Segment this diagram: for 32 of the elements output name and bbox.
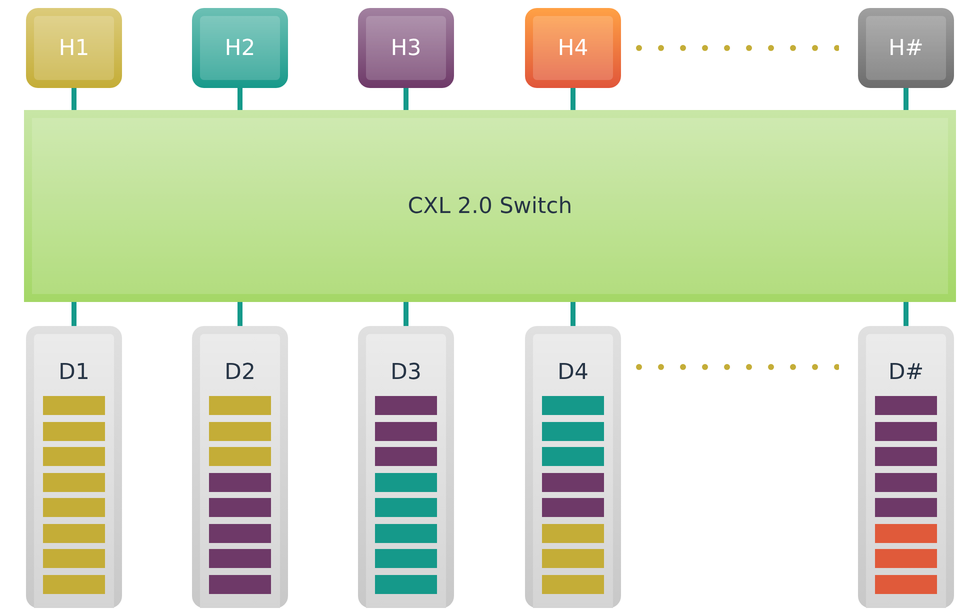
host-box [192, 8, 288, 88]
device-box [192, 326, 288, 608]
connector-line [570, 302, 576, 326]
device-label: D# [888, 360, 924, 386]
host-box [358, 8, 454, 88]
connector-line [570, 88, 576, 110]
device-label: D3 [390, 360, 422, 386]
device-box [26, 326, 122, 608]
device-box [358, 326, 454, 608]
connector-line [904, 88, 908, 110]
device-label: D1 [58, 360, 90, 386]
device-label: D4 [558, 360, 588, 386]
connector-line [404, 302, 408, 326]
switch-label: CXL 2.0 Switch [408, 194, 572, 218]
connector-line [904, 302, 908, 326]
host-label: H# [888, 36, 924, 60]
connector-line [238, 88, 242, 110]
switch-box [24, 110, 956, 302]
host-label: H4 [558, 36, 588, 60]
host-box [525, 8, 621, 88]
host-box [26, 8, 122, 88]
connector-line [72, 302, 76, 326]
device-box [858, 326, 954, 608]
connector-line [72, 88, 76, 110]
host-label: H2 [224, 36, 256, 60]
device-label: D2 [224, 360, 256, 386]
host-label: H1 [58, 36, 90, 60]
connector-line [404, 88, 408, 110]
device-box [525, 326, 621, 608]
host-box [858, 8, 954, 88]
host-label: H3 [390, 36, 422, 60]
connector-line [238, 302, 242, 326]
